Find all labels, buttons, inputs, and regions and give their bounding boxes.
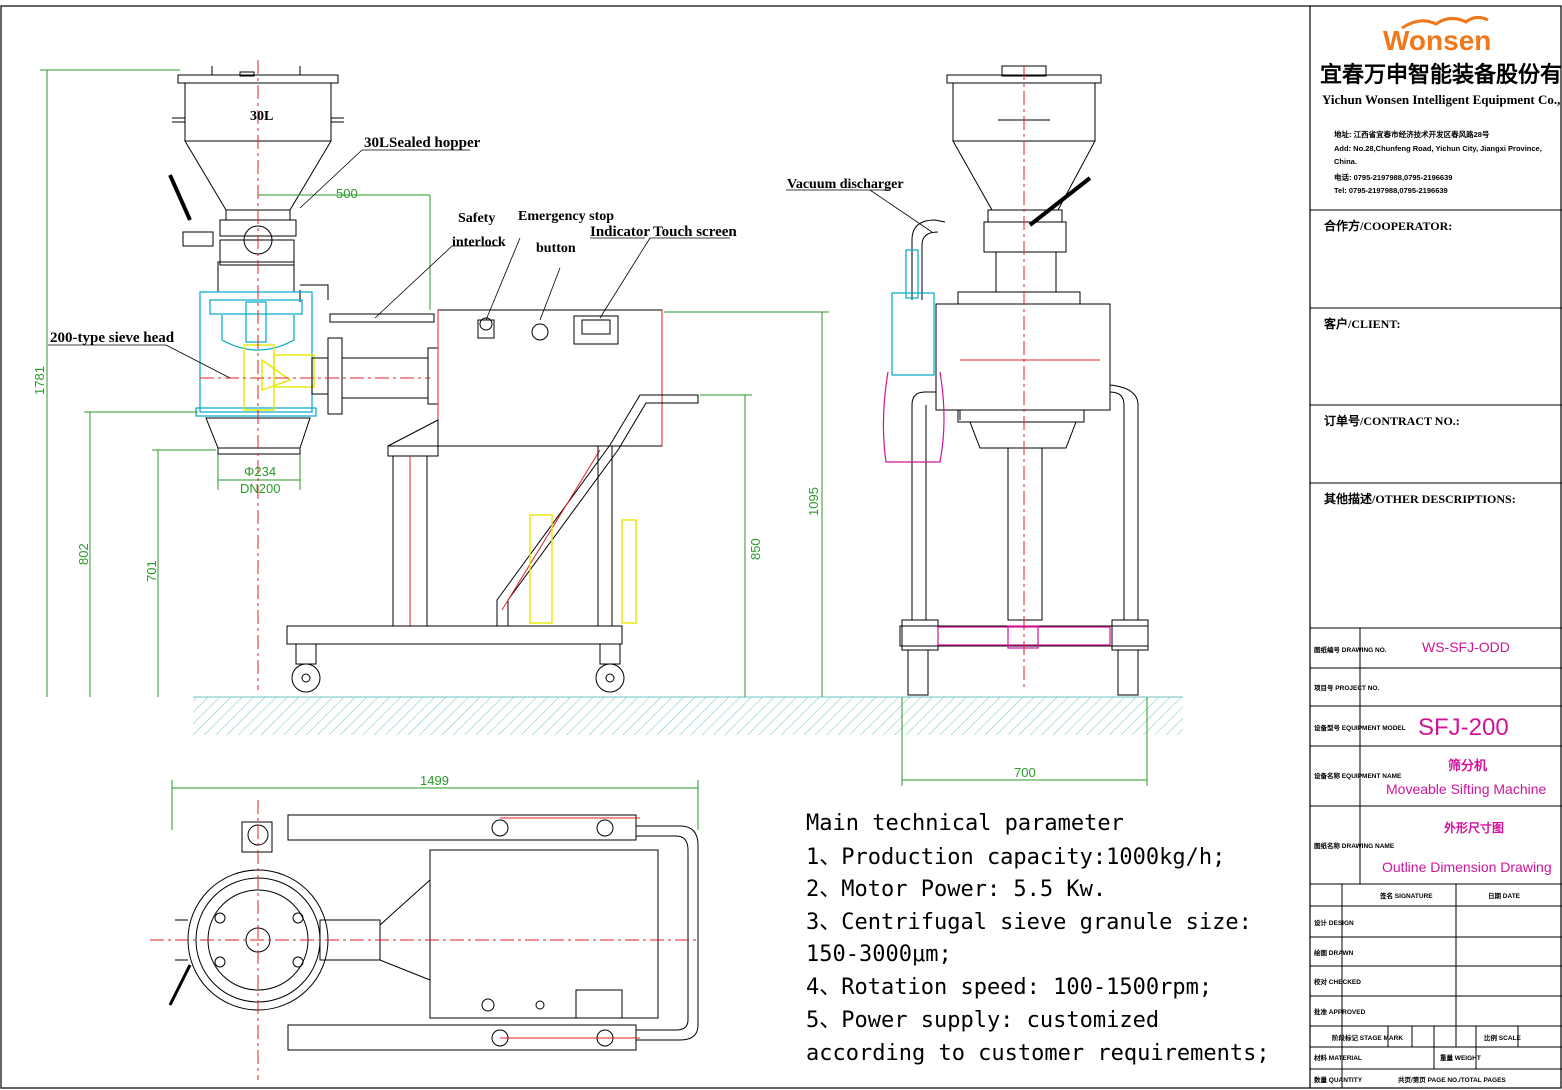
address-cn: 地址: 江西省宜春市经济技术开发区春风路28号 [1334,129,1490,139]
quantity-label: 数量 QUANTITY [1314,1075,1363,1084]
drawing-name-cn: 外形尺寸图 [1444,820,1504,835]
front-view [40,60,1183,735]
company-name-cn: 宜春万申智能装备股份有限公司 [1320,62,1562,87]
params-line-6: 5、Power supply: customized [806,1008,1159,1033]
estop-label-2: button [536,241,576,256]
dim-850: 850 [748,538,763,560]
drawn-label: 绘图 DRAWN [1314,948,1354,957]
dim-1781: 1781 [32,366,47,395]
dim-234: Φ234 [244,464,276,479]
ground-hatch [193,697,1183,735]
contract-label: 订单号/CONTRACT NO.: [1324,413,1460,428]
date-label: 日期 DATE [1488,891,1521,900]
company-name-en: Yichun Wonsen Intelligent Equipment Co.,… [1322,92,1562,107]
top-view [150,780,700,1080]
weight-label: 重量 WEIGHT [1440,1053,1481,1062]
equipment-name-cn: 筛分机 [1448,758,1487,773]
project-no-label: 项目号 PROJECT NO. [1314,683,1380,692]
client-label: 客户/CLIENT: [1323,316,1400,331]
vacuum-discharger-label: Vacuum discharger [787,177,904,192]
equipment-model-value: SFJ-200 [1418,714,1509,741]
params-line-7: according to customer requirements; [806,1041,1270,1066]
indicator-label: Indicator [590,224,650,240]
approved-label: 批准 APPROVED [1314,1007,1366,1016]
equipment-model-label: 设备型号 EQUIPMENT MODEL [1314,723,1406,732]
drawing-no-value: WS-SFJ-ODD [1422,639,1510,655]
dim-701: 701 [144,560,159,582]
safety-interlock-label-2: interlock [452,235,506,250]
drawing-name-en: Outline Dimension Drawing [1382,859,1552,875]
material-label: 材料 MATERIAL [1313,1053,1362,1062]
dim-802: 802 [76,543,91,565]
dim-dn200: DN200 [240,481,280,496]
sealed-hopper-label: 30LSealed hopper [364,135,481,151]
hopper-volume-label: 30L [250,109,273,124]
logo-swoosh-icon [1401,15,1489,30]
equipment-name-en: Moveable Sifting Machine [1386,781,1547,797]
drawing-name-label: 图纸名称 DRAWING NAME [1314,841,1395,850]
equipment-name-label: 设备名称 EQUIPMENT NAME [1314,771,1402,780]
phone-en: Tel: 0795-2197988,0795-2196639 [1334,186,1448,195]
scale-label: 比例 SCALE [1484,1033,1522,1042]
dim-500: 500 [336,186,358,201]
params-line-2: 2、Motor Power: 5.5 Kw. [806,877,1106,902]
wonsen-logo: Wonsen [1383,15,1491,56]
estop-label-1: Emergency stop [518,209,614,224]
params-line-4: 150-3000μm; [806,942,952,967]
dim-700: 700 [1014,765,1036,780]
dim-1095: 1095 [806,487,821,516]
other-descriptions-label: 其他描述/OTHER DESCRIPTIONS: [1324,491,1516,506]
pages-label: 共页/第页 PAGE NO./TOTAL PAGES [1398,1075,1506,1084]
params-line-5: 4、Rotation speed: 100-1500rpm; [806,975,1212,1000]
safety-interlock-label-1: Safety [458,211,495,226]
stage-mark-label: 阶段标记 STAGE MARK [1332,1033,1403,1042]
sieve-head-label: 200-type sieve head [50,330,175,346]
drawing-no-label: 图纸编号 DRAWING NO. [1314,645,1387,654]
leader-lines [48,149,933,379]
phone-cn: 电话: 0795-2197988,0795-2196639 [1334,172,1452,182]
technical-parameters: Main technical parameter 1、Production ca… [806,811,1270,1066]
params-line-3: 3、Centrifugal sieve granule size: [806,910,1252,935]
signature-label: 签名 SIGNATURE [1379,891,1433,900]
title-block [1310,209,1562,1088]
cooperator-label: 合作方/COOPERATOR: [1324,218,1452,233]
checked-label: 校对 CHECKED [1314,977,1361,986]
touch-screen-label: Touch screen [653,224,737,240]
side-view [882,65,1149,786]
address-en-1: Add: No.28,Chunfeng Road, Yichun City, J… [1334,144,1542,153]
logo-text: Wonsen [1383,25,1491,56]
params-line-1: 1、Production capacity:1000kg/h; [806,845,1225,870]
dim-1499: 1499 [420,773,449,788]
params-title: Main technical parameter [806,811,1124,836]
address-en-2: China. [1334,157,1357,166]
design-label: 设计 DESIGN [1314,918,1354,927]
sheet-border [0,5,1562,1089]
